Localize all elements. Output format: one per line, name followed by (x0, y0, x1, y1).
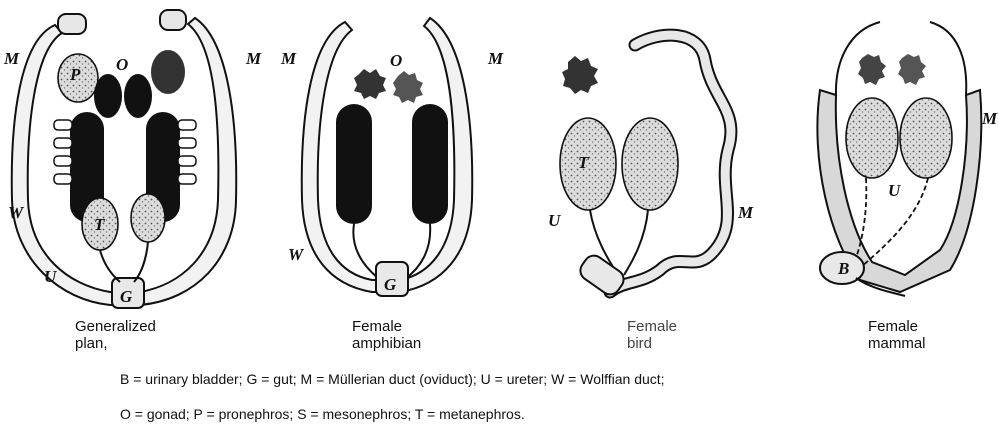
caption-generalized: Generalized plan, (75, 318, 156, 352)
mammal-kidney-right (900, 98, 952, 178)
mammal-label-m: M (981, 109, 998, 128)
caption-generalized-line2: plan, (75, 335, 156, 352)
legend-line-2: O = gonad; P = pronephros; S = mesonephr… (120, 406, 525, 422)
generalized-label-g: G (120, 287, 133, 306)
generalized-label-m-left: M (3, 49, 20, 68)
generalized-label-m-right: M (245, 49, 262, 68)
mammal-label-u: U (888, 181, 901, 200)
caption-amphibian: Female amphibian (352, 318, 421, 352)
mammal-label-b: B (837, 259, 849, 278)
panel-bird: M T U (548, 35, 754, 298)
mammal-kidney-left (846, 98, 898, 178)
caption-amphibian-line2: amphibian (352, 335, 421, 352)
amphibian-label-o: O (390, 51, 402, 70)
amphibian-label-m-right: M (487, 49, 504, 68)
caption-bird-line1: Female (627, 318, 677, 335)
caption-generalized-line1: Generalized (75, 318, 156, 335)
generalized-pronephros-right (151, 50, 185, 94)
legend-line-1: B = urinary bladder; G = gut; M = Müller… (120, 371, 665, 387)
amphibian-label-g: G (384, 275, 397, 294)
panel-generalized: M M P O W T U G (3, 10, 262, 308)
mammal-ovary-left (858, 54, 886, 85)
caption-mammal-line1: Female (868, 318, 926, 335)
amphibian-label-m-left: M (280, 49, 297, 68)
amphibian-mesonephros-left (336, 104, 372, 224)
caption-mammal: Female mammal (868, 318, 926, 352)
generalized-label-t: T (94, 215, 105, 234)
caption-mammal-line2: mammal (868, 335, 926, 352)
bird-kidney-right (622, 118, 678, 210)
bird-label-u: U (548, 211, 561, 230)
mammal-ovary-right (898, 54, 926, 85)
amphibian-mesonephros-right (412, 104, 448, 224)
generalized-gonad-left (94, 74, 122, 118)
generalized-label-p: P (69, 65, 81, 84)
bird-label-m: M (737, 203, 754, 222)
generalized-duct-opening-right (160, 10, 186, 30)
amphibian-ovary-right (393, 71, 423, 103)
caption-bird-line2: bird (627, 335, 677, 352)
generalized-duct-opening-left (58, 14, 86, 34)
generalized-label-u: U (44, 267, 57, 286)
generalized-gonad-right (124, 74, 152, 118)
bird-ovary (562, 56, 598, 94)
bird-label-t: T (578, 153, 589, 172)
generalized-metanephros-right (131, 194, 165, 242)
caption-amphibian-line1: Female (352, 318, 421, 335)
panel-mammal: M U B (817, 22, 998, 296)
generalized-label-w: W (8, 203, 25, 222)
amphibian-ovary-left (354, 69, 386, 99)
mammal-oviducts (836, 22, 966, 95)
caption-bird: Female bird (627, 318, 677, 352)
amphibian-label-w: W (288, 245, 305, 264)
generalized-label-o: O (116, 55, 128, 74)
panel-amphibian: M M O W G (280, 18, 504, 296)
